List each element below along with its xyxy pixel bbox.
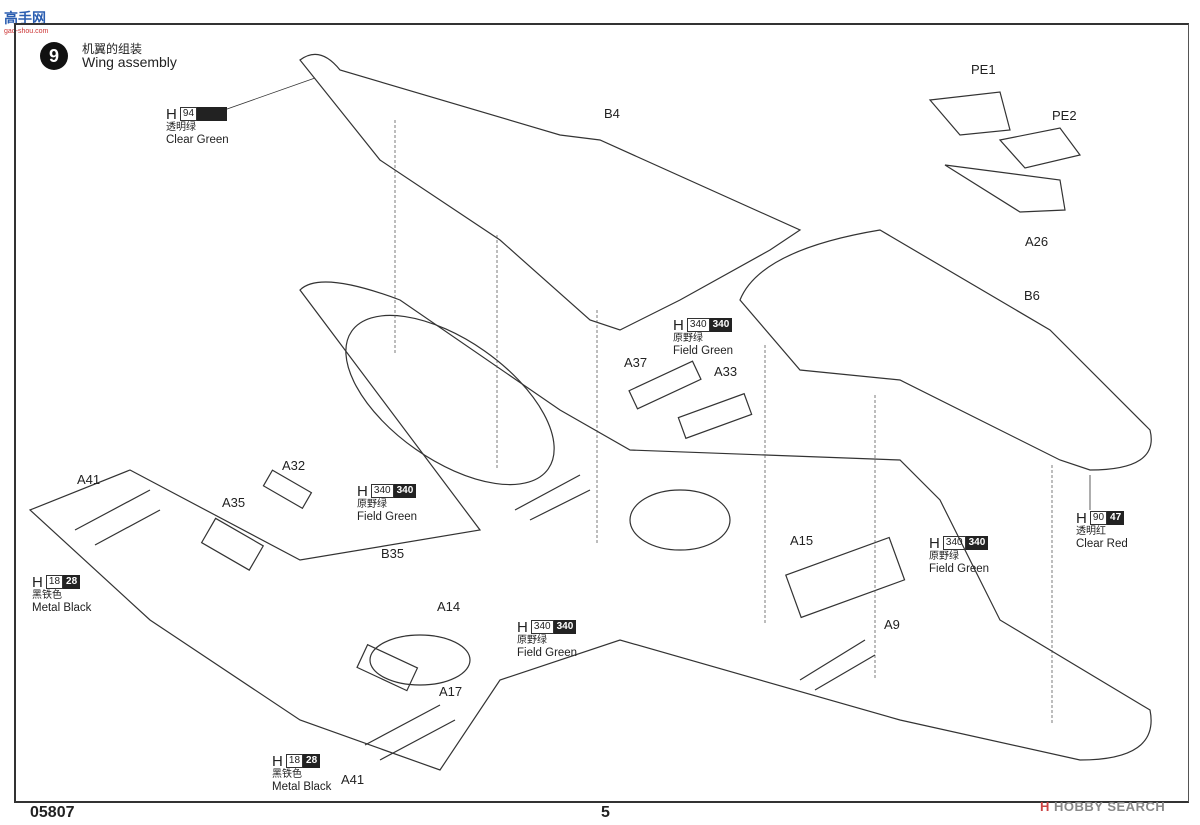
paint-code-1: 340 [942,536,966,550]
paint-name-en: Metal Black [32,602,92,614]
part-a26 [944,164,1066,213]
part-a41 [74,489,151,531]
paint-prefix: H [673,316,684,334]
wing-part-b35 [28,281,1152,771]
paint-name-en: Field Green [673,345,734,357]
part-a15 [785,536,906,619]
paint-prefix: H [1076,509,1087,527]
part-label-a32: A32 [282,458,306,473]
part-a33 [677,392,753,440]
paint-prefix: H [517,618,528,636]
part-label-b35: B35 [381,546,405,561]
paint-name-cn: 原野绿 [673,333,703,344]
watermark-title: 高手网 [4,10,46,26]
paint-name-en: Field Green [929,563,990,575]
page-frame [14,23,1189,803]
paint-code-2: 340 [965,536,989,550]
paint-name-en: Clear Green [166,134,229,146]
part-a17 [356,643,419,692]
wing-part-b6 [739,229,1152,471]
paint-code-1: 340 [370,484,394,498]
part-label-pe2: PE2 [1052,108,1077,123]
paint-code-2: 47 [1107,511,1125,525]
paint-code-2: 340 [709,318,733,332]
page-number: 5 [601,804,610,821]
part-label-a15: A15 [790,533,814,548]
part-label-a26: A26 [1025,234,1049,249]
paint-name-en: Field Green [517,647,578,659]
paint-name-cn: 透明绿 [166,122,196,133]
part-label-a37: A37 [624,355,648,370]
part-label-a41-top: A41 [77,472,101,487]
paint-callout-clear-green: H 94 透明绿 Clear Green [166,107,229,147]
part-label-pe1: PE1 [971,62,996,77]
part-label-b6: B6 [1024,288,1040,303]
paint-code-2 [197,107,228,121]
paint-code-2: 28 [303,754,321,768]
paint-prefix: H [166,105,177,123]
paint-prefix: H [32,573,43,591]
paint-prefix: H [272,752,283,770]
paint-name-en: Field Green [357,511,418,523]
paint-prefix: H [357,482,368,500]
part-label-a35: A35 [222,495,246,510]
watermark-url: gao-shou.com [4,28,49,35]
watermark-logo: 高手网 gao-shou.com [4,8,48,35]
paint-name-cn: 黑铁色 [32,590,62,601]
paint-code-1: 94 [179,107,198,121]
paint-name-cn: 原野绿 [929,551,959,562]
paint-name-cn: 透明红 [1076,526,1106,537]
paint-name-en: Clear Red [1076,538,1128,550]
paint-name-cn: 原野绿 [517,635,547,646]
part-a37 [628,360,702,410]
paint-code-1: 18 [45,575,64,589]
wing-part-b4 [299,53,802,331]
paint-prefix: H [929,534,940,552]
product-code: 05807 [30,804,75,821]
paint-name-cn: 原野绿 [357,499,387,510]
part-a32 [262,469,313,510]
paint-code-1: 340 [686,318,710,332]
brand-watermark: H HOBBY SEARCH [1040,799,1165,814]
step-title-cn: 机翼的组装 [82,42,143,56]
paint-code-1: 18 [285,754,304,768]
paint-code-2: 340 [553,620,577,634]
part-label-a14: A14 [437,599,461,614]
part-pe2 [998,127,1082,169]
part-label-a17: A17 [439,684,463,699]
paint-code-2: 28 [63,575,81,589]
step-title-en: Wing assembly [82,54,177,70]
part-pe1 [928,91,1011,136]
brand-logo-icon: H [1040,799,1050,814]
step-number-badge: 9 [40,42,68,70]
paint-code-1: 340 [530,620,554,634]
part-label-a33: A33 [714,364,738,379]
part-label-a9: A9 [884,617,900,632]
part-a35 [200,517,265,571]
part-label-b4: B4 [604,106,620,121]
paint-code-1: 90 [1089,511,1108,525]
paint-code-2: 340 [393,484,417,498]
brand-text: HOBBY SEARCH [1054,799,1166,814]
paint-name-en: Metal Black [272,781,332,793]
paint-name-cn: 黑铁色 [272,769,302,780]
part-label-a41-bottom: A41 [341,772,365,787]
